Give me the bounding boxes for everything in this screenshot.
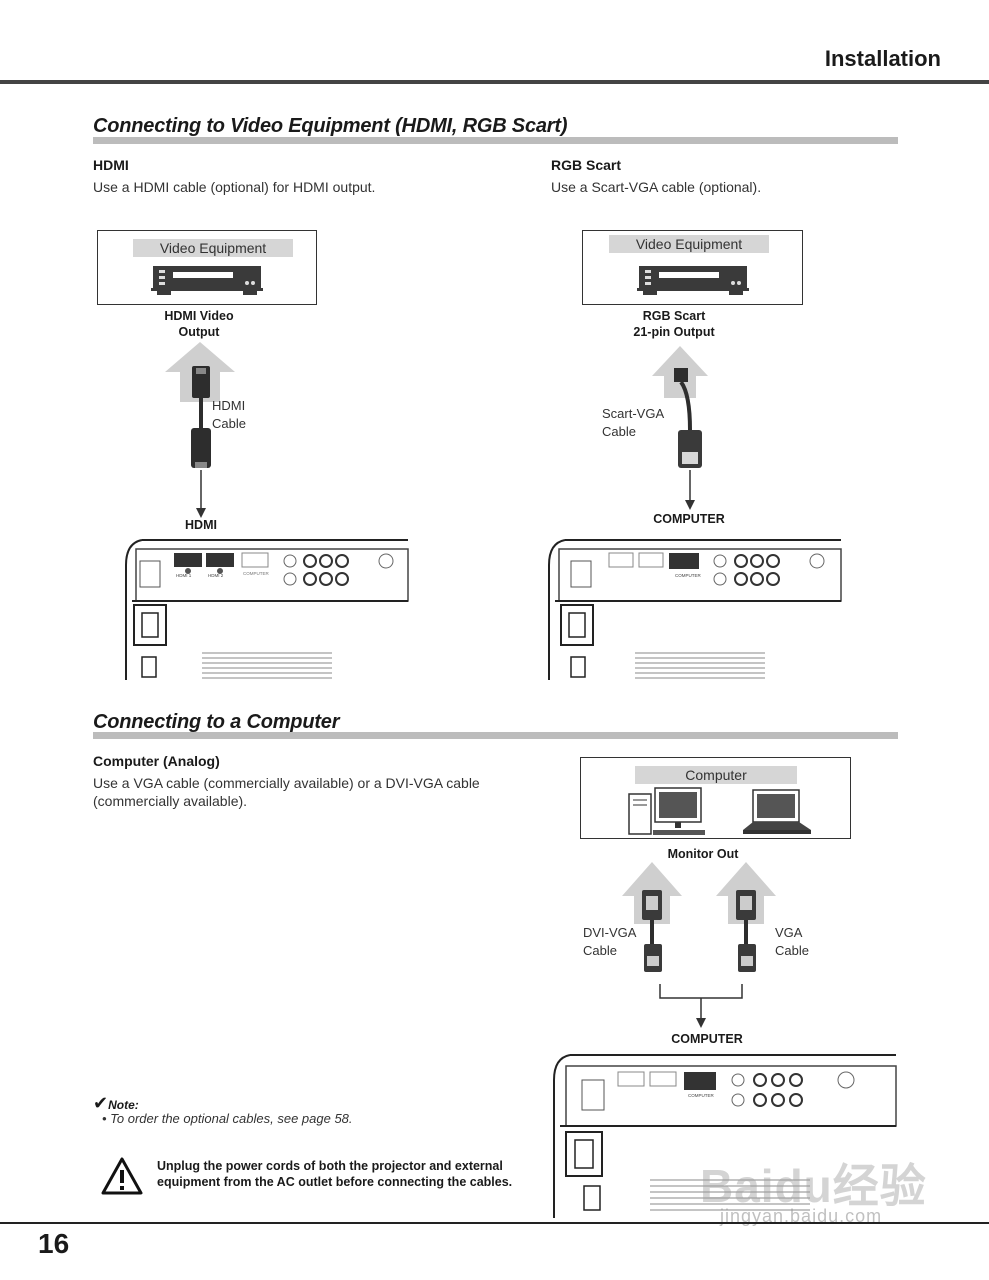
computer-heading: Computer (Analog) xyxy=(93,753,220,769)
computer-description: Use a VGA cable (commercially available)… xyxy=(93,774,480,810)
projector-panel-hdmi: HDMI 1 HDMI 2 COMPUTER xyxy=(125,539,409,680)
vga-cable-label-line2: Cable xyxy=(775,943,809,958)
hdmi-output-label-line2: Output xyxy=(178,325,220,339)
checkmark-icon: ✔ xyxy=(93,1093,109,1113)
dvi-vga-cable-label: DVI-VGA Cable xyxy=(583,924,636,960)
svg-text:HDMI 1: HDMI 1 xyxy=(176,573,192,578)
hdmi-video-equipment-box: Video Equipment xyxy=(97,230,317,305)
monitor-out-label: Monitor Out xyxy=(667,847,739,861)
note-text: • To order the optional cables, see page… xyxy=(102,1111,353,1126)
hdmi-description: Use a HDMI cable (optional) for HDMI out… xyxy=(93,179,376,195)
page-number: 16 xyxy=(38,1228,70,1259)
dvi-vga-cable-label-line2: Cable xyxy=(583,943,617,958)
header-rule xyxy=(0,80,989,84)
computer-description-line2: (commercially available). xyxy=(93,793,248,809)
hdmi-heading: HDMI xyxy=(93,157,129,173)
laptop-icon xyxy=(743,789,811,834)
svg-text:COMPUTER: COMPUTER xyxy=(243,571,270,576)
scart-device-label: Video Equipment xyxy=(609,235,769,253)
scart-output-label: RGB Scart 21-pin Output xyxy=(612,308,736,340)
section-title-video: Connecting to Video Equipment (HDMI, RGB… xyxy=(93,115,568,137)
projector-panel-computer: COMPUTER xyxy=(553,1054,897,1218)
scart-cable-label-line1: Scart-VGA xyxy=(602,406,665,421)
section-rule-computer xyxy=(93,732,898,739)
dvi-vga-cable-label-line1: DVI-VGA xyxy=(583,925,637,940)
scart-description: Use a Scart-VGA cable (optional). xyxy=(551,179,762,195)
scart-cable-label: Scart-VGA Cable xyxy=(602,405,664,441)
hdmi-cable-label-line2: Cable xyxy=(212,416,246,431)
scart-output-label-line2: 21-pin Output xyxy=(633,325,715,339)
computer-cables-illustration xyxy=(622,862,776,1028)
svg-text:HDMI 2: HDMI 2 xyxy=(208,573,224,578)
warning-icon xyxy=(101,1157,143,1195)
desktop-computer-icon xyxy=(628,787,705,835)
warning-text-line1: Unplug the power cords of both the proje… xyxy=(157,1159,503,1173)
watermark-logo: Baidu经验 xyxy=(700,1160,927,1212)
computer-description-line1: Use a VGA cable (commercially available)… xyxy=(93,775,480,791)
vcr-icon xyxy=(151,266,263,295)
hdmi-port-label: HDMI xyxy=(185,518,217,532)
scart-output-label-line1: RGB Scart xyxy=(642,309,706,323)
vcr-icon xyxy=(637,266,749,295)
page-header-title: Installation xyxy=(824,46,941,71)
scart-port-label: COMPUTER xyxy=(653,512,725,526)
warning-text: Unplug the power cords of both the proje… xyxy=(157,1158,512,1190)
vga-cable-label-line1: VGA xyxy=(775,925,803,940)
computer-box: Computer xyxy=(580,757,851,839)
vga-cable-label: VGA Cable xyxy=(775,924,809,960)
hdmi-output-label-line1: HDMI Video xyxy=(164,309,234,323)
hdmi-output-label: HDMI Video Output xyxy=(140,308,258,340)
note-block: ✔Note: xyxy=(93,1093,139,1114)
scart-vga-cable-illustration xyxy=(652,346,708,510)
scart-heading: RGB Scart xyxy=(551,157,622,173)
computer-port-label: COMPUTER xyxy=(671,1032,743,1046)
hdmi-device-label: Video Equipment xyxy=(133,239,293,257)
warning-text-line2: equipment from the AC outlet before conn… xyxy=(157,1175,513,1189)
note-heading: Note: xyxy=(108,1098,139,1112)
hdmi-cable-label: HDMI Cable xyxy=(212,397,246,433)
projector-panel-scart: COMPUTER xyxy=(548,539,842,680)
watermark-url: jingyan.baidu.com xyxy=(720,1206,883,1226)
scart-cable-label-line2: Cable xyxy=(602,424,636,439)
svg-text:COMPUTER: COMPUTER xyxy=(688,1093,715,1098)
hdmi-cable-label-line1: HDMI xyxy=(212,398,246,413)
scart-video-equipment-box: Video Equipment xyxy=(582,230,803,305)
svg-text:COMPUTER: COMPUTER xyxy=(675,573,702,578)
hdmi-cable-illustration xyxy=(165,342,235,518)
section-title-computer: Connecting to a Computer xyxy=(93,711,340,733)
footer-rule xyxy=(0,1222,989,1224)
computer-device-label: Computer xyxy=(635,766,797,784)
section-rule-video xyxy=(93,137,898,144)
